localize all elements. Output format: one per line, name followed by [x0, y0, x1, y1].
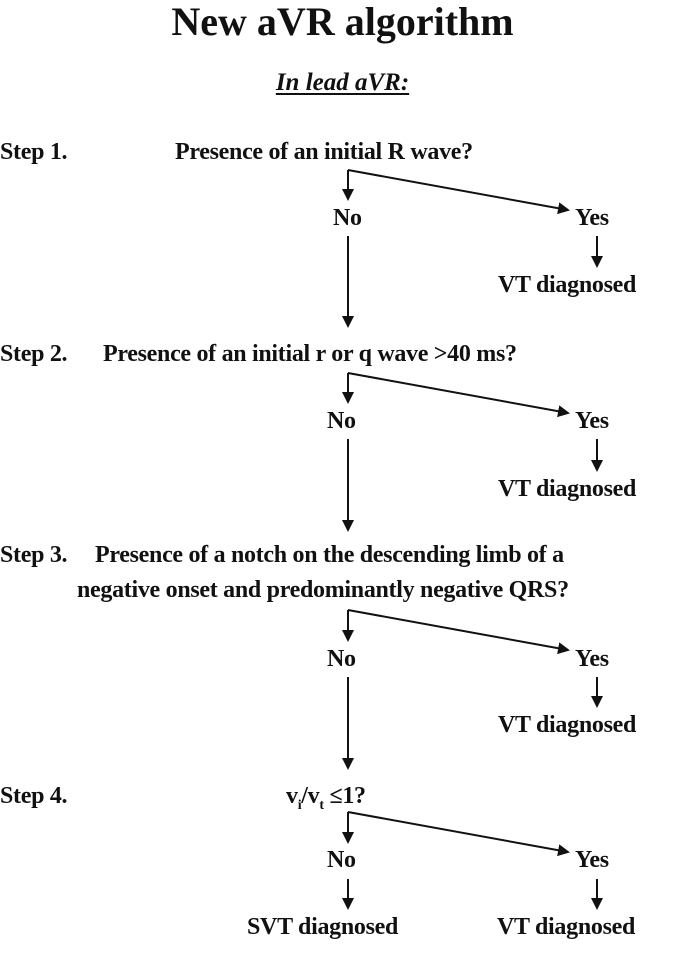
step-2-no: No — [327, 408, 356, 434]
step-4-q-rest: ≤1? — [323, 783, 366, 809]
step-4-q-v: v — [286, 783, 298, 809]
step-4-no-outcome: SVT diagnosed — [247, 914, 399, 940]
step-3-label: Step 3. — [0, 542, 68, 568]
step-3-question-line2: negative onset and predominantly negativ… — [77, 577, 569, 603]
step-4-question: vi/vt ≤1? — [286, 784, 366, 813]
step-1-yes-outcome: VT diagnosed — [498, 272, 637, 298]
step-3-yes-arrow — [347, 609, 570, 655]
step-4-yes-arrow — [347, 811, 570, 857]
step-2-label: Step 2. — [0, 341, 68, 367]
step-4-label: Step 4. — [0, 783, 68, 809]
diagram-subtitle: In lead aVR: — [0, 70, 685, 95]
step-1-yes: Yes — [575, 205, 609, 231]
step-3-yes-outcome: VT diagnosed — [498, 712, 637, 738]
step-1-no: No — [333, 205, 362, 231]
diagram-title: New aVR algorithm — [171, 0, 514, 44]
step-4-yes-outcome: VT diagnosed — [497, 914, 636, 940]
step-4-no: No — [327, 847, 356, 873]
step-3-no: No — [327, 646, 356, 672]
step-3-yes: Yes — [575, 646, 609, 672]
step-4-q-slash: /v — [301, 783, 320, 809]
step-4-q-sub-t: t — [319, 797, 324, 813]
step-4-yes: Yes — [575, 847, 609, 873]
step-1-yes-arrow — [347, 169, 570, 215]
step-2-yes-arrow — [347, 372, 570, 418]
step-2-yes-outcome: VT diagnosed — [498, 476, 637, 502]
step-4-q-sub-i: i — [297, 797, 302, 813]
subtitle-text: In lead aVR: — [275, 69, 410, 96]
step-1-label: Step 1. — [0, 139, 68, 165]
step-2-yes: Yes — [575, 408, 609, 434]
step-3-question-line1: Presence of a notch on the descending li… — [95, 542, 564, 568]
step-1-question: Presence of an initial R wave? — [175, 139, 473, 165]
step-2-question: Presence of an initial r or q wave >40 m… — [103, 341, 517, 367]
